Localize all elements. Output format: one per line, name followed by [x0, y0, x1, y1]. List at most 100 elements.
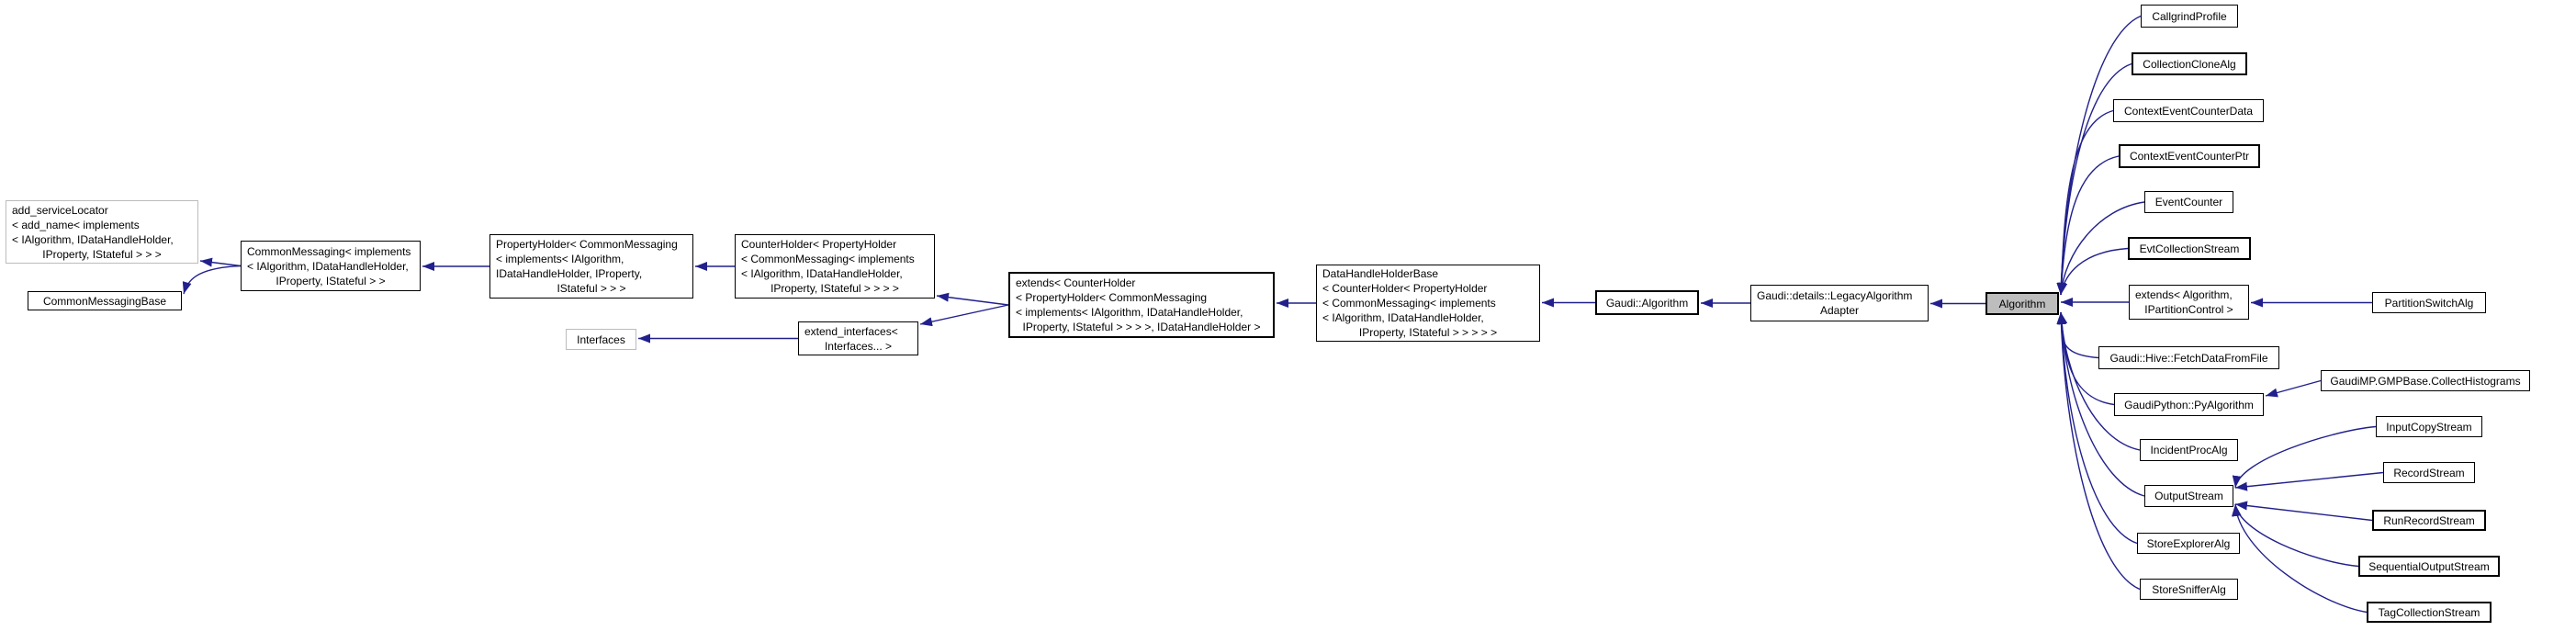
- class-label-line: CallgrindProfile: [2152, 9, 2227, 23]
- class-node-extends-counterholder[interactable]: extends< CounterHolder < PropertyHolder< …: [1008, 272, 1275, 338]
- class-node-pyalgorithm[interactable]: GaudiPython::PyAlgorithm: [2114, 393, 2264, 416]
- class-node-gaudi-algorithm[interactable]: Gaudi::Algorithm: [1595, 290, 1699, 315]
- class-node-commonmessaging[interactable]: CommonMessaging< implements< IAlgorithm,…: [241, 241, 421, 291]
- class-label-line: IPartitionControl >: [2144, 303, 2233, 316]
- class-label-line: < implements< IAlgorithm,: [496, 253, 624, 265]
- inheritance-edge-eventcounter-to-algorithm: [2057, 201, 2145, 296]
- class-node-interfaces: Interfaces: [566, 329, 636, 350]
- class-node-outputstream[interactable]: OutputStream: [2144, 485, 2233, 507]
- class-node-extend-interfaces[interactable]: extend_interfaces<Interfaces... >: [798, 321, 918, 355]
- class-label-line: < PropertyHolder< CommonMessaging: [1016, 291, 1208, 304]
- class-label-line: CounterHolder< PropertyHolder: [741, 238, 897, 251]
- class-label-line: OutputStream: [2154, 490, 2223, 502]
- class-node-callgrindprofile[interactable]: CallgrindProfile: [2141, 5, 2238, 28]
- inheritance-edge-commonmessaging-to-add-servicelocator: [199, 257, 242, 267]
- inheritance-edge-incidentprocalg-to-algorithm: [2056, 311, 2141, 451]
- class-node-recordstream[interactable]: RecordStream: [2383, 462, 2475, 483]
- class-node-contexteventcounterdata[interactable]: ContextEventCounterData: [2113, 99, 2264, 122]
- class-node-contexteventcounterptr[interactable]: ContextEventCounterPtr: [2119, 144, 2260, 168]
- class-label-line: extends< CounterHolder: [1016, 276, 1136, 289]
- class-label-line: TagCollectionStream: [2378, 605, 2480, 619]
- class-node-algorithm: Algorithm: [1985, 292, 2059, 315]
- class-label-line: DataHandleHolderBase: [1322, 267, 1439, 280]
- class-label-line: < implements< IAlgorithm, IDataHandleHol…: [1016, 306, 1243, 319]
- class-label-line: < IAlgorithm, IDataHandleHolder,: [12, 232, 174, 246]
- class-node-propertyholder[interactable]: PropertyHolder< CommonMessaging< impleme…: [489, 234, 693, 299]
- class-node-partitionswitchalg[interactable]: PartitionSwitchAlg: [2372, 292, 2486, 313]
- class-label-line: SequentialOutputStream: [2368, 559, 2490, 573]
- class-label-line: GaudiPython::PyAlgorithm: [2124, 398, 2254, 411]
- class-node-sequentialoutputstream[interactable]: SequentialOutputStream: [2358, 556, 2500, 577]
- inheritance-edge-contexteventcounterptr-to-algorithm: [2056, 155, 2120, 296]
- class-label-line: EventCounter: [2154, 196, 2223, 208]
- class-node-incidentprocalg[interactable]: IncidentProcAlg: [2140, 439, 2238, 461]
- class-label-line: IProperty, IStateful > > > >: [771, 282, 899, 295]
- class-label-line: extend_interfaces<: [804, 324, 898, 338]
- class-label-line: IProperty, IStateful > > > > >: [1358, 326, 1498, 339]
- class-label-line: IDataHandleHolder, IProperty,: [496, 267, 643, 280]
- class-label-line: Interfaces: [577, 332, 625, 346]
- inheritance-edge-inputcopystream-to-outputstream: [2232, 425, 2377, 489]
- class-label-line: < IAlgorithm, IDataHandleHolder,: [247, 259, 409, 273]
- class-node-storesnifferalg[interactable]: StoreSnifferAlg: [2140, 579, 2238, 600]
- class-node-eventcounter[interactable]: EventCounter: [2144, 191, 2233, 213]
- inheritance-edge-contexteventcounterdata-to-algorithm: [2056, 109, 2114, 296]
- class-label-line: PartitionSwitchAlg: [2384, 296, 2474, 310]
- class-label-line: < CommonMessaging< implements: [741, 253, 915, 265]
- class-node-collectionclonealg[interactable]: CollectionCloneAlg: [2132, 52, 2247, 75]
- class-label-line: IProperty, IStateful > > >: [42, 247, 162, 261]
- inheritance-edge-storesnifferalg-to-algorithm: [2056, 311, 2141, 591]
- class-label-line: Gaudi::Algorithm: [1605, 296, 1689, 310]
- class-node-tagcollectionstream[interactable]: TagCollectionStream: [2367, 602, 2492, 623]
- class-node-datahandleholderbase[interactable]: DataHandleHolderBase < CounterHolder< Pro…: [1316, 265, 1540, 342]
- class-label-line: StoreSnifferAlg: [2152, 582, 2226, 596]
- class-label-line: IncidentProcAlg: [2150, 444, 2228, 456]
- class-label-line: add_serviceLocator: [12, 203, 108, 217]
- class-label-line: < IAlgorithm, IDataHandleHolder,: [1322, 311, 1484, 324]
- class-node-collecthistograms[interactable]: GaudiMP.GMPBase.CollectHistograms: [2321, 370, 2530, 391]
- class-node-extends-ipartitioncontrol[interactable]: extends< Algorithm, IPartitionControl >: [2129, 285, 2249, 320]
- class-label-line: ContextEventCounterPtr: [2129, 150, 2250, 163]
- class-label-line: extends< Algorithm,: [2135, 288, 2233, 301]
- class-node-add-servicelocator: add_serviceLocator< add_name< implements…: [6, 200, 198, 264]
- class-label-line: < CounterHolder< PropertyHolder: [1322, 282, 1488, 295]
- inheritance-edge-sequentialoutputstream-to-outputstream: [2232, 503, 2359, 568]
- class-label-line: CommonMessagingBase: [42, 294, 167, 308]
- inheritance-edge-runrecordstream-to-outputstream: [2234, 501, 2373, 522]
- class-label-line: IStateful > > >: [557, 282, 626, 295]
- class-label-line: Algorithm: [1998, 297, 2046, 310]
- class-label-line: CommonMessaging< implements: [247, 244, 411, 258]
- class-label-line: GaudiMP.GMPBase.CollectHistograms: [2330, 374, 2521, 388]
- inheritance-edge-outputstream-to-algorithm: [2056, 311, 2145, 497]
- class-label-line: Adapter: [1819, 304, 1860, 317]
- inheritance-edge-tagcollectionstream-to-outputstream: [2232, 503, 2368, 614]
- class-label-line: IProperty, IStateful > >: [276, 274, 386, 287]
- class-label-line: < add_name< implements: [12, 218, 140, 231]
- class-node-runrecordstream[interactable]: RunRecordStream: [2372, 510, 2486, 531]
- class-label-line: EvtCollectionStream: [2139, 242, 2240, 255]
- class-label-line: StoreExplorerAlg: [2146, 536, 2231, 550]
- class-node-evtcollectionstream[interactable]: EvtCollectionStream: [2128, 237, 2251, 260]
- inheritance-edge-extends-counterholder-to-counterholder: [936, 292, 1009, 306]
- class-label-line: ContextEventCounterData: [2123, 104, 2254, 118]
- class-label-line: Interfaces... >: [824, 339, 893, 353]
- inheritance-edge-commonmessaging-to-commonmessagingbase: [182, 265, 242, 295]
- inheritance-edge-collecthistograms-to-pyalgorithm: [2265, 379, 2322, 398]
- class-label-line: InputCopyStream: [2386, 420, 2472, 434]
- class-node-inputcopystream[interactable]: InputCopyStream: [2376, 416, 2482, 437]
- class-node-storeexploreralg[interactable]: StoreExplorerAlg: [2137, 533, 2240, 554]
- class-node-counterholder[interactable]: CounterHolder< PropertyHolder < CommonMes…: [735, 234, 935, 299]
- class-label-line: Gaudi::Hive::FetchDataFromFile: [2109, 351, 2268, 365]
- inheritance-edge-evtcollectionstream-to-algorithm: [2058, 247, 2129, 296]
- class-label-line: CollectionCloneAlg: [2143, 57, 2236, 71]
- class-node-commonmessagingbase[interactable]: CommonMessagingBase: [28, 291, 182, 310]
- class-node-fetchdatafromfile[interactable]: Gaudi::Hive::FetchDataFromFile: [2098, 346, 2279, 369]
- inheritance-edge-recordstream-to-outputstream: [2234, 471, 2384, 491]
- class-label-line: < IAlgorithm, IDataHandleHolder,: [741, 267, 903, 280]
- class-label-line: < CommonMessaging< implements: [1322, 297, 1496, 310]
- class-label-line: RunRecordStream: [2383, 513, 2475, 527]
- class-label-line: Gaudi::details::LegacyAlgorithm: [1757, 289, 1913, 302]
